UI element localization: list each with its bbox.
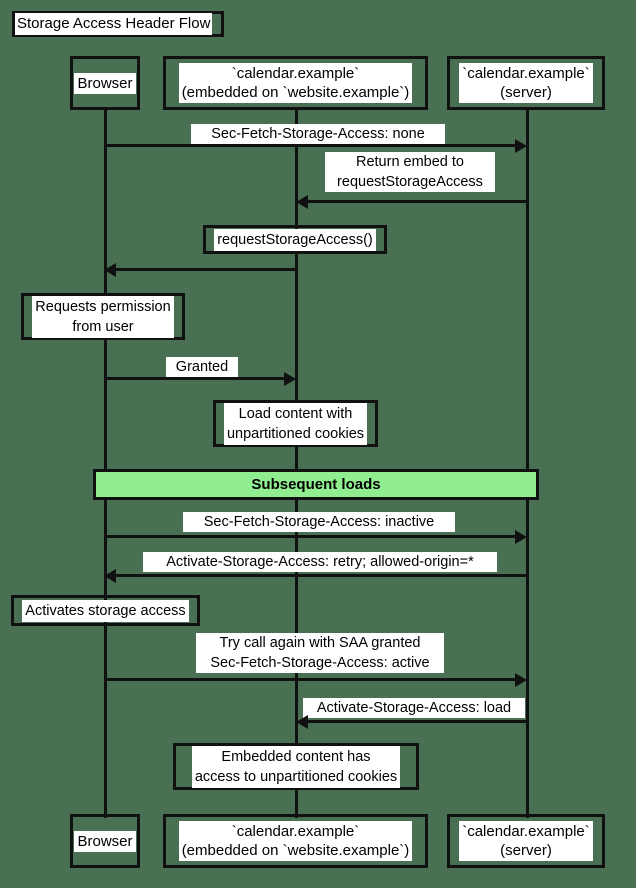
- note-request-storage-access: requestStorageAccess(): [203, 225, 387, 254]
- message-2-arrowhead: [296, 194, 308, 209]
- message-4-arrowhead: [515, 529, 527, 544]
- divider-subsequent-loads: Subsequent loads: [93, 469, 539, 500]
- participant-embed-top-label: `calendar.example` (embedded on `website…: [178, 63, 413, 103]
- participant-browser-top[interactable]: Browser: [70, 56, 140, 110]
- participant-browser-bottom-label: Browser: [74, 830, 136, 852]
- message-1-line: [104, 144, 522, 147]
- note-embedded-content-access: Embedded content has access to unpartiti…: [173, 743, 419, 790]
- message-7-label: Activate-Storage-Access: load: [303, 698, 525, 718]
- participant-server-bottom[interactable]: `calendar.example` (server): [447, 814, 605, 868]
- message-embed-to-browser-arrowhead: [104, 262, 116, 277]
- message-6-arrowhead: [515, 672, 527, 687]
- lifeline-embed: [295, 110, 298, 818]
- participant-server-top[interactable]: `calendar.example` (server): [447, 56, 605, 110]
- note-requests-permission: Requests permission from user: [21, 293, 185, 340]
- note-load-content: Load content with unpartitioned cookies: [213, 400, 378, 447]
- divider-subsequent-loads-label: Subsequent loads: [251, 476, 381, 493]
- message-3-label: Granted: [166, 357, 238, 377]
- message-1-label: Sec-Fetch-Storage-Access: none: [191, 124, 445, 144]
- note-requests-permission-text: Requests permission from user: [32, 295, 174, 338]
- participant-embed-top[interactable]: `calendar.example` (embedded on `website…: [163, 56, 428, 110]
- message-1-arrowhead: [515, 138, 527, 153]
- note-embedded-content-access-text: Embedded content has access to unpartiti…: [191, 745, 401, 788]
- message-3-line: [104, 377, 284, 380]
- participant-embed-bottom[interactable]: `calendar.example` (embedded on `website…: [163, 814, 428, 868]
- note-activates-storage-access: Activates storage access: [11, 595, 200, 626]
- participant-embed-bottom-label: `calendar.example` (embedded on `website…: [178, 821, 413, 861]
- message-5-line: [113, 574, 528, 577]
- message-2-label: Return embed to requestStorageAccess: [325, 152, 495, 192]
- participant-browser-top-label: Browser: [74, 72, 136, 94]
- message-6-label: Try call again with SAA granted Sec-Fetc…: [196, 633, 444, 673]
- message-4-label: Sec-Fetch-Storage-Access: inactive: [183, 512, 455, 532]
- diagram-title: Storage Access Header Flow: [15, 13, 213, 35]
- lifeline-browser: [104, 110, 107, 818]
- lifeline-server: [526, 110, 529, 818]
- diagram-title-frame: [12, 11, 224, 37]
- message-3-arrowhead: [284, 371, 296, 386]
- note-request-storage-access-text: requestStorageAccess(): [214, 228, 376, 251]
- note-activates-storage-access-text: Activates storage access: [22, 599, 189, 622]
- participant-server-top-label: `calendar.example` (server): [459, 63, 593, 103]
- participant-server-bottom-label: `calendar.example` (server): [459, 821, 593, 861]
- note-load-content-text: Load content with unpartitioned cookies: [223, 402, 368, 445]
- message-6-line: [104, 678, 522, 681]
- participant-browser-bottom[interactable]: Browser: [70, 814, 140, 868]
- message-7-arrowhead: [296, 714, 308, 729]
- message-4-line: [104, 535, 522, 538]
- message-2-line: [305, 200, 528, 203]
- message-5-label: Activate-Storage-Access: retry; allowed-…: [143, 552, 497, 572]
- message-5-arrowhead: [104, 568, 116, 583]
- message-7-line: [305, 720, 528, 723]
- message-embed-to-browser-line: [113, 268, 298, 271]
